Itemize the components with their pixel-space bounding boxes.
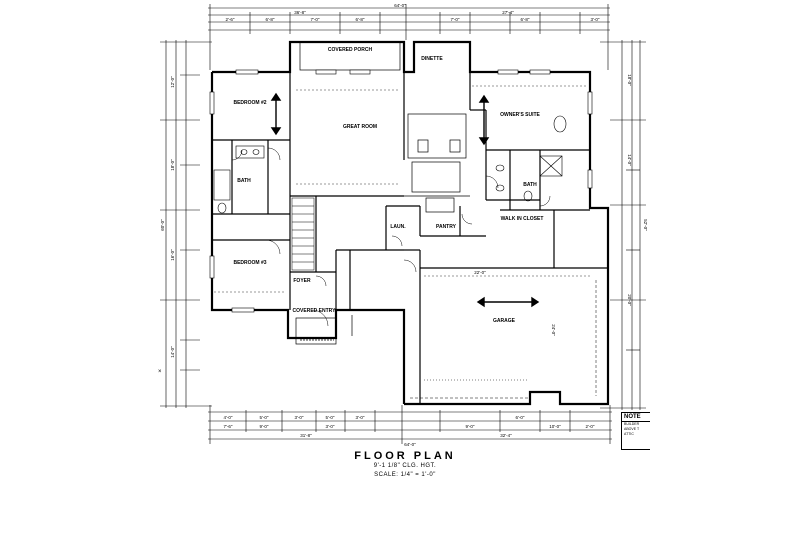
- label-bedroom-3: BEDROOM #3: [233, 260, 266, 266]
- right-dimension-strings: [600, 40, 646, 410]
- label-laundry: LAUN.: [390, 224, 406, 230]
- dim-row-c-5: 10'-0": [549, 424, 561, 429]
- notes-line: ATTIC: [624, 432, 634, 436]
- label-walk-in-closet: WALK IN CLOSET: [501, 216, 544, 222]
- label-great-room: GREAT ROOM: [343, 124, 377, 130]
- dim-top-seg-2: 27'-4": [502, 10, 514, 15]
- label-covered-entry: COVERED ENTRY: [293, 308, 337, 314]
- label-bath-left: BATH: [237, 178, 251, 184]
- dim-row-a-3: 7'-0": [311, 17, 320, 22]
- dim-right-seg-3: 20'-0": [627, 294, 632, 306]
- left-dimension-strings: [160, 40, 212, 408]
- bath-fixtures: [213, 115, 567, 214]
- label-foyer: FOYER: [293, 278, 311, 284]
- dim-garage-width: 22'-0": [474, 270, 486, 275]
- label-dinette: DINETTE: [421, 56, 443, 62]
- bottom-dimension-labels: 4'-0" 5'-0" 3'-0" 5'-0" 3'-0" 6'-0" 7'-6…: [224, 415, 595, 447]
- plan-scale: SCALE: 1/4" = 1'-0": [374, 472, 436, 478]
- exterior-walls: [210, 40, 610, 406]
- staircase: [291, 197, 315, 271]
- dim-row-c-4: 9'-0": [466, 424, 475, 429]
- dim-row-b-3: 3'-0": [295, 415, 304, 420]
- dim-row-a-2: 6'-8": [266, 17, 275, 22]
- dim-right-seg-1: 18'-0": [627, 74, 632, 86]
- door-swings: [231, 147, 551, 327]
- top-dimension-labels: 64'-0" 36'-8" 27'-4" 2'-6" 6'-8" 7'-0" 6…: [226, 3, 600, 22]
- dim-left-seg-3: 16'-0": [170, 249, 175, 261]
- dim-row-a-7: 3'-0": [591, 17, 600, 22]
- bottom-dimension-strings: [208, 405, 612, 444]
- dim-overall-top: 64'-0": [394, 3, 406, 8]
- dim-row-a-4: 6'-8": [356, 17, 365, 22]
- dim-row-b-5: 3'-0": [356, 415, 365, 420]
- dim-bottom-seg-1: 31'-8": [300, 433, 312, 438]
- dim-row-b-2: 5'-0": [260, 415, 269, 420]
- dim-left-seg-2: 18'-0": [170, 159, 175, 171]
- label-owners-suite: OWNER'S SUITE: [500, 112, 540, 118]
- beam-lines: [214, 85, 590, 293]
- margin-mark: ×: [158, 369, 162, 375]
- dim-row-b-6: 6'-0": [516, 415, 525, 420]
- dim-row-b-4: 5'-0": [326, 415, 335, 420]
- interior-walls: [212, 72, 608, 404]
- dim-left-overall: 60'-0": [160, 219, 165, 231]
- dim-garage-depth: 24'-0": [551, 324, 556, 336]
- dim-row-c-1: 7'-6": [224, 424, 233, 429]
- porch-outlines: [295, 41, 401, 345]
- ceiling-height: 9'-1 1/8" CLG. HGT.: [373, 463, 437, 469]
- label-pantry: PANTRY: [436, 224, 457, 230]
- notes-line: BUILDER: [624, 422, 640, 426]
- dim-row-c-3: 3'-0": [326, 424, 335, 429]
- dim-row-c-2: 9'-0": [260, 424, 269, 429]
- windows: [209, 69, 593, 313]
- room-labels: COVERED PORCH DINETTE BEDROOM #2 GREAT R…: [233, 47, 543, 324]
- dim-row-c-6: 2'-0": [586, 424, 595, 429]
- dim-row-a-5: 7'-0": [451, 17, 460, 22]
- kitchen-fixtures: [404, 113, 470, 213]
- notes-heading: NOTE: [622, 413, 650, 422]
- span-arrows: [270, 92, 540, 308]
- dim-top-seg-1: 36'-8": [294, 10, 306, 15]
- label-bath-owner: BATH: [523, 182, 537, 188]
- label-bedroom-2: BEDROOM #2: [233, 100, 266, 106]
- dim-bottom-seg-2: 32'-4": [500, 433, 512, 438]
- label-garage: GARAGE: [493, 318, 516, 324]
- plan-title: FLOOR PLAN: [354, 450, 456, 462]
- title-block: FLOOR PLAN 9'-1 1/8" CLG. HGT. SCALE: 1/…: [300, 450, 510, 480]
- dim-right-overall: 52'-0": [643, 219, 648, 231]
- dim-row-b-1: 4'-0": [224, 415, 233, 420]
- left-dimension-labels: 60'-0" 12'-0" 18'-0" 16'-0" 14'-0": [160, 76, 175, 358]
- notes-box: NOTE BUILDER ABOVE T ATTIC: [621, 412, 650, 450]
- dim-overall-bottom: 64'-0": [404, 442, 416, 447]
- dim-left-seg-4: 14'-0": [170, 346, 175, 358]
- dim-row-a-1: 2'-6": [226, 17, 235, 22]
- dim-right-seg-2: 14'-0": [627, 154, 632, 166]
- notes-line: ABOVE T: [624, 427, 640, 431]
- right-dimension-labels: 52'-0" 18'-0" 14'-0" 20'-0": [627, 74, 648, 306]
- top-dimension-strings: [208, 4, 610, 70]
- dim-left-seg-1: 12'-0": [170, 76, 175, 88]
- dim-row-a-6: 6'-8": [521, 17, 530, 22]
- label-covered-porch: COVERED PORCH: [328, 47, 373, 53]
- garage-door: [410, 280, 597, 405]
- garage-dims: 22'-0" 24'-0": [474, 270, 556, 336]
